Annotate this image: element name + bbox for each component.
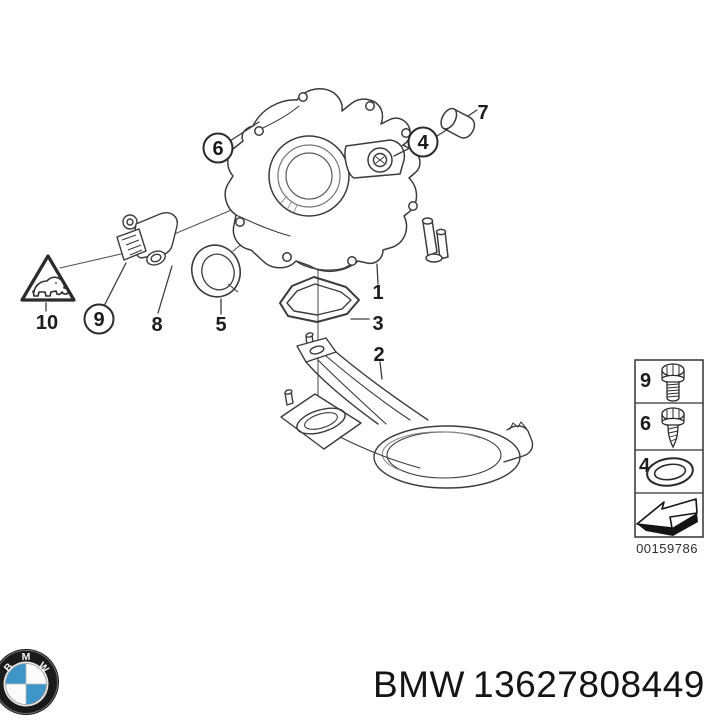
- image-code: 00159786: [636, 541, 698, 556]
- legend-label-4: 4: [639, 455, 651, 477]
- callout-10: 10: [36, 312, 58, 334]
- footer-part-number: 13627808449: [473, 664, 705, 705]
- callout-7: 7: [477, 102, 488, 124]
- direction-arrow-icon: [636, 498, 698, 536]
- legend-row-screw: 6: [640, 407, 685, 449]
- roundel-quadrants: [5, 663, 47, 705]
- o-ring-icon: [646, 457, 694, 487]
- footer-brand: BMW: [373, 664, 465, 705]
- callout-9-label: 9: [93, 309, 104, 331]
- oil-intake-pipe-part: [280, 332, 534, 489]
- callout-3: 3: [372, 313, 383, 335]
- callout-9: 9: [83, 303, 115, 335]
- bmw-roundel-logo: B M W: [0, 649, 59, 715]
- callout-4: 4: [407, 126, 439, 158]
- crankshaft-sensor-part: [116, 212, 178, 266]
- bolt-holes: [235, 92, 418, 266]
- gasket-part: [279, 276, 360, 323]
- elephant-warning-icon: [32, 276, 70, 297]
- callout-6-label: 6: [212, 138, 223, 160]
- callout-1: 1: [372, 282, 383, 304]
- legend-row-arrow: [636, 498, 698, 536]
- callout-5: 5: [215, 314, 226, 336]
- flange-bolt-icon: [661, 363, 685, 402]
- legend-row-bolt: 9: [640, 363, 685, 402]
- legend-row-oring: 4: [639, 455, 694, 487]
- legend-box: 9 6 4: [634, 359, 704, 538]
- housing-stub-tubes: [421, 217, 449, 263]
- shaft-seal-part: [191, 244, 241, 298]
- legend-label-9: 9: [640, 370, 651, 392]
- roundel-letter-m: M: [22, 651, 31, 663]
- tapping-screw-icon: [661, 407, 685, 449]
- callout-8: 8: [151, 314, 162, 336]
- callout-leaders: [45, 109, 478, 380]
- warning-triangle-icon: [20, 254, 76, 302]
- legend-label-6: 6: [640, 413, 651, 435]
- callout-4-label: 4: [417, 132, 429, 154]
- relief-valve-boss: [344, 139, 406, 179]
- callouts: 1 2 3 4 5 6 7 8 9 10: [36, 102, 489, 366]
- crankshaft-bore: [268, 135, 350, 217]
- sealing-cap-part: [440, 107, 476, 139]
- callout-6: 6: [202, 132, 234, 164]
- footer-part-text: BMW 13627808449: [373, 664, 705, 705]
- oil-pump-housing-part: [224, 88, 449, 273]
- callout-2: 2: [373, 344, 384, 366]
